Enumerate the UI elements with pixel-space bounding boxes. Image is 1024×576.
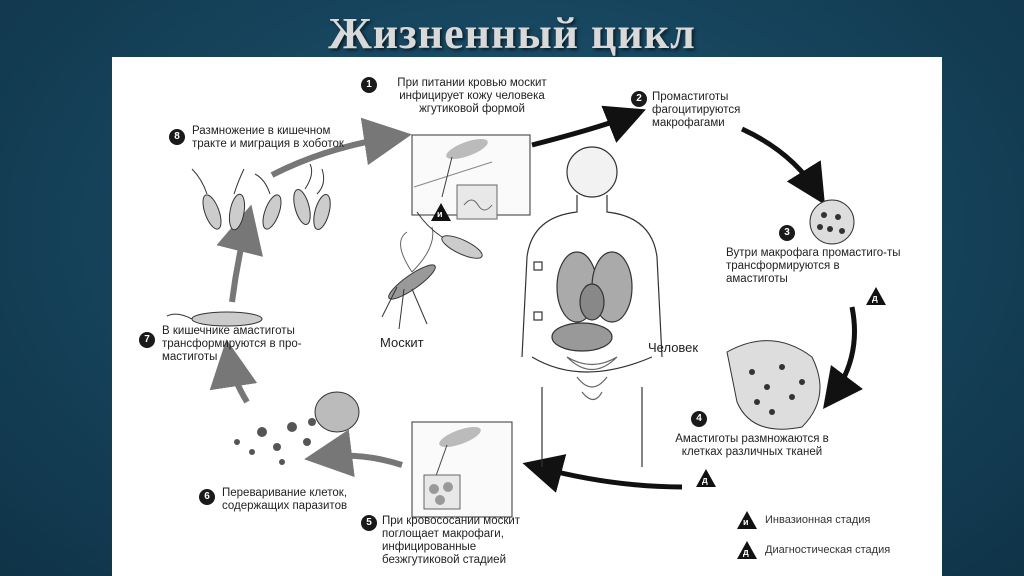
diagram-panel: 1 При питании кровью москит инфицирует к… <box>112 57 942 576</box>
stage-text-2: Промастиготы фагоцитируются макрофагами <box>652 91 741 129</box>
stage-number-1: 1 <box>361 77 377 93</box>
human-figure <box>521 146 663 467</box>
macrophage-cell <box>809 199 855 245</box>
arrow-2-to-3 <box>740 126 825 205</box>
digested-cells <box>234 391 360 465</box>
transforming-promastigote <box>191 311 263 327</box>
human-label: Человек <box>648 340 699 355</box>
stage-text-4: Амастиготы размножаются в клетках различ… <box>675 433 829 458</box>
promastigote-group <box>202 189 331 231</box>
stage-number-4: 4 <box>691 411 707 427</box>
stage-text-1: При питании кровью москит инфицирует кож… <box>397 77 547 115</box>
infected-tissue <box>726 340 821 430</box>
arrow-1-to-2 <box>531 105 646 148</box>
arrow-6-to-7 <box>209 339 258 404</box>
stage-text-6: Переваривание клеток, содержащих паразит… <box>222 487 348 512</box>
arrow-7-to-8 <box>216 204 264 303</box>
stage-number-2: 2 <box>631 91 647 107</box>
stage-number-7: 7 <box>139 332 155 348</box>
stage-text-7: В кишечнике амастиготы трансформируются … <box>162 325 302 363</box>
stage-text-3: Вутри макрофага промастиго-ты трансформи… <box>726 247 901 285</box>
mosquito-label: Москит <box>380 335 424 350</box>
stage-text-8: Размножение в кишечном тракте и миграция… <box>192 125 344 150</box>
arrow-8-to-1 <box>270 117 412 178</box>
legend-diagnostic-label: Диагностическая стадия <box>765 544 891 556</box>
diagnostic-marker-icon: д <box>866 287 886 305</box>
mosquito-figure <box>381 226 436 330</box>
invasive-marker-icon: и <box>431 203 451 221</box>
stage-text-5: При кровососании москит поглощает макроф… <box>382 515 521 566</box>
diagram-art <box>166 105 863 518</box>
slide-title: Жизненный цикл <box>328 9 696 58</box>
legend-diagnostic-icon: д <box>737 541 757 559</box>
stage-number-8: 8 <box>169 129 185 145</box>
arrow-3-to-4 <box>823 306 863 410</box>
arrow-4-to-5 <box>522 454 683 493</box>
stage-number-3: 3 <box>779 225 795 241</box>
arrow-5-to-6 <box>304 429 403 478</box>
legend-invasive-label: Инвазионная стадия <box>765 514 871 526</box>
legend-invasive-icon: и <box>737 511 757 529</box>
stage-number-6: 6 <box>199 489 215 505</box>
diagnostic-marker-icon: д <box>696 469 716 487</box>
stage-number-5: 5 <box>361 515 377 531</box>
